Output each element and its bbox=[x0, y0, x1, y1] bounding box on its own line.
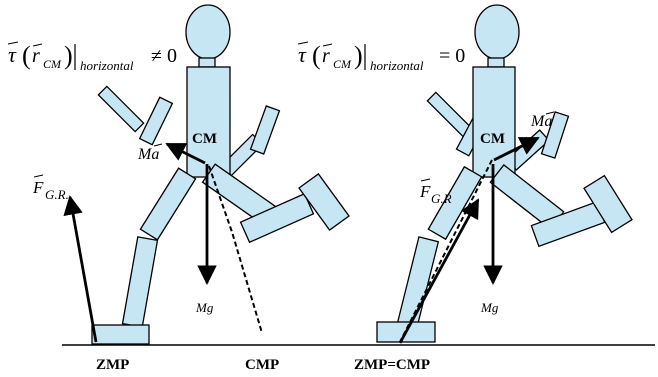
right-ma-label: Ma bbox=[530, 113, 552, 130]
svg-text:(: ( bbox=[312, 41, 321, 70]
svg-text:CM: CM bbox=[43, 57, 62, 71]
right-head bbox=[474, 4, 520, 60]
right-zmp-cmp-label: ZMP=CMP bbox=[354, 357, 430, 373]
right-cm-label: CM bbox=[480, 131, 505, 147]
svg-text:r: r bbox=[322, 45, 330, 67]
svg-text:r: r bbox=[32, 45, 40, 67]
left-neck bbox=[198, 57, 216, 68]
right-force-label: F bbox=[419, 182, 431, 201]
left-cmp-label: CMP bbox=[245, 357, 279, 373]
svg-text:): ) bbox=[64, 41, 73, 70]
right-torso bbox=[472, 66, 516, 178]
left-ma-vector-bar bbox=[153, 143, 163, 147]
svg-text:τ: τ bbox=[8, 42, 17, 67]
left-mg-label: Mg bbox=[195, 300, 214, 315]
left-ground-reaction-arrow bbox=[63, 195, 98, 343]
left-head bbox=[185, 4, 231, 60]
left-torso bbox=[186, 66, 231, 178]
left-cm-to-cmp-dashed-line bbox=[208, 165, 263, 334]
right-neck bbox=[487, 57, 505, 68]
left-front-arm bbox=[220, 105, 281, 177]
svg-text:(: ( bbox=[22, 41, 31, 70]
right-mg-label: Mg bbox=[480, 300, 499, 315]
right-ground-reaction-arrow bbox=[398, 198, 480, 344]
right-torque-equation: τ ( r CM ) horizontal = 0 bbox=[297, 41, 465, 73]
svg-text:): ) bbox=[354, 41, 363, 70]
right-ma-vector-bar bbox=[545, 111, 555, 115]
left-ma-label: Ma bbox=[137, 146, 159, 163]
left-torque-equation: τ ( r CM ) horizontal ≠ 0 bbox=[7, 41, 177, 73]
right-ma-arrow bbox=[493, 136, 540, 162]
left-force-vector-bar bbox=[33, 174, 44, 178]
left-stance-foot bbox=[91, 324, 150, 345]
svg-text:τ: τ bbox=[298, 42, 307, 67]
left-zmp-label: ZMP bbox=[96, 357, 129, 373]
left-back-leg bbox=[121, 167, 197, 328]
right-cm-to-cmp-dashed-line bbox=[399, 159, 493, 343]
left-force-subscript: G.R. bbox=[45, 187, 69, 202]
right-force-vector-bar bbox=[420, 178, 431, 182]
left-walker-figure: CM Ma Mg F G.R. τ ( r CM ) horizontal ≠ … bbox=[7, 4, 350, 373]
svg-text:horizontal: horizontal bbox=[80, 58, 134, 73]
right-force-subscript: G.R bbox=[431, 191, 452, 206]
left-back-arm bbox=[97, 85, 174, 146]
svg-text:horizontal: horizontal bbox=[370, 58, 424, 73]
svg-text:= 0: = 0 bbox=[439, 45, 465, 67]
right-walker-figure: CM Ma Mg F G.R τ ( r CM ) horizontal = 0 bbox=[297, 4, 633, 373]
svg-text:CM: CM bbox=[333, 57, 352, 71]
left-force-label: F bbox=[32, 178, 44, 197]
right-swing-leg bbox=[489, 164, 633, 248]
left-swing-leg bbox=[201, 163, 350, 244]
svg-text:≠ 0: ≠ 0 bbox=[151, 45, 177, 67]
left-cm-label: CM bbox=[192, 131, 217, 147]
left-ma-arrow bbox=[165, 142, 206, 165]
